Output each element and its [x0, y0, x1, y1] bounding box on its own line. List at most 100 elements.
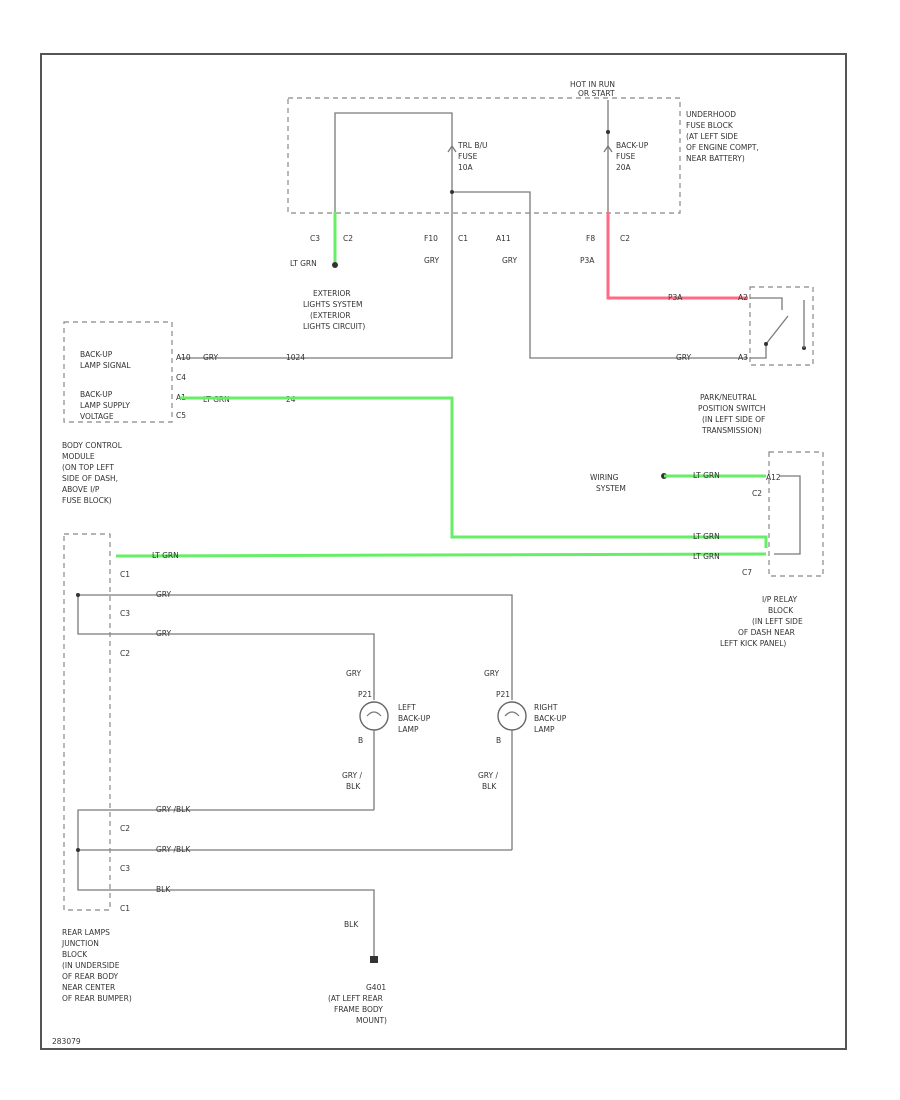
svg-text:(EXTERIOR: (EXTERIOR [310, 311, 351, 320]
svg-text:C1: C1 [120, 904, 130, 913]
left-lamp-title: LEFT BACK-UP LAMP [398, 703, 431, 734]
wiring-system-label: WIRING SYSTEM [590, 473, 626, 493]
exterior-lights-terminal [332, 262, 338, 268]
left-backup-lamp: GRY P21 B GRY / BLK LEFT BACK-UP LAMP [342, 669, 431, 810]
wire-lt-grn-bcm-supply [180, 396, 768, 548]
svg-text:ABOVE I/P: ABOVE I/P [62, 485, 100, 494]
svg-text:BLOCK: BLOCK [62, 950, 88, 959]
svg-text:POSITION SWITCH: POSITION SWITCH [698, 404, 766, 413]
svg-text:TRL B/U: TRL B/U [457, 141, 488, 150]
svg-text:F10: F10 [424, 234, 438, 243]
svg-text:GRY: GRY [156, 629, 172, 638]
svg-text:LAMP: LAMP [534, 725, 555, 734]
left-lamp-bulb-icon [359, 701, 389, 731]
svg-text:A2: A2 [738, 293, 748, 302]
right-backup-lamp: GRY P21 B GRY / BLK RIGHT BACK-UP LAMP [478, 669, 567, 850]
svg-text:BLK: BLK [344, 920, 359, 929]
or-start-label: OR START [578, 89, 615, 98]
svg-text:JUNCTION: JUNCTION [61, 939, 99, 948]
ip-relay-block: LT GRN A12 C2 WIRING SYSTEM C7 I/P RELAY… [590, 451, 824, 648]
svg-text:LT GRN: LT GRN [152, 551, 179, 560]
svg-text:SIDE OF DASH,: SIDE OF DASH, [62, 474, 118, 483]
switch-contact [765, 315, 789, 345]
backup-lamp-supply-label: BACK-UP LAMP SUPPLY VOLTAGE [80, 390, 130, 421]
svg-text:LIGHTS SYSTEM: LIGHTS SYSTEM [303, 300, 362, 309]
svg-text:G401: G401 [366, 983, 386, 992]
svg-text:B: B [496, 736, 501, 745]
wire-color-lamp-gry-left: GRY [346, 669, 362, 678]
svg-text:LEFT: LEFT [398, 703, 416, 712]
diagram-code: 283079 [52, 1037, 81, 1046]
svg-text:20A: 20A [616, 163, 632, 172]
svg-text:C5: C5 [176, 411, 186, 420]
wire-gry-pnp [529, 212, 748, 359]
pnp-switch-title: PARK/NEUTRAL POSITION SWITCH (IN LEFT SI… [698, 393, 766, 435]
svg-text:GRY /: GRY / [342, 771, 363, 780]
svg-text:C2: C2 [120, 649, 130, 658]
svg-text:LT GRN: LT GRN [693, 471, 720, 480]
svg-text:A11: A11 [496, 234, 511, 243]
wire-lt-grn-junction [115, 552, 767, 558]
junction-block-title: REAR LAMPS JUNCTION BLOCK (IN UNDERSIDE … [61, 928, 132, 1003]
fuse-block-outline [287, 97, 681, 214]
svg-text:A3: A3 [738, 353, 748, 362]
wire-color-gry-1: GRY [424, 256, 440, 265]
wire-gry-backup-signal [180, 212, 453, 359]
svg-text:OF DASH NEAR: OF DASH NEAR [738, 628, 795, 637]
ground-g401: G401 (AT LEFT REAR FRAME BODY MOUNT) [328, 956, 387, 1025]
svg-text:C2: C2 [120, 824, 130, 833]
hot-in-run-label: HOT IN RUN [570, 80, 615, 89]
svg-text:FUSE BLOCK: FUSE BLOCK [686, 121, 734, 130]
svg-text:I/P RELAY: I/P RELAY [762, 595, 797, 604]
svg-text:FRAME BODY: FRAME BODY [334, 1005, 383, 1014]
svg-text:C3: C3 [310, 234, 320, 243]
rear-lamps-junction-block: C1 C3 C2 C2 C3 C1 REAR LAMPS JUNCTION BL… [61, 533, 132, 1003]
svg-text:A10: A10 [176, 353, 191, 362]
svg-text:(AT LEFT SIDE: (AT LEFT SIDE [686, 132, 738, 141]
svg-text:B: B [358, 736, 363, 745]
wire-color-gry-2: GRY [502, 256, 518, 265]
svg-text:LAMP: LAMP [398, 725, 419, 734]
svg-text:WIRING: WIRING [590, 473, 619, 482]
wire-color-relay-1: LT GRN [693, 532, 720, 541]
svg-text:LT GRN: LT GRN [693, 552, 720, 561]
svg-text:C3: C3 [120, 864, 130, 873]
svg-text:PARK/NEUTRAL: PARK/NEUTRAL [700, 393, 757, 402]
svg-text:(IN LEFT SIDE: (IN LEFT SIDE [752, 617, 803, 626]
svg-text:EXTERIOR: EXTERIOR [313, 289, 351, 298]
svg-text:C4: C4 [176, 373, 186, 382]
svg-text:(ON TOP LEFT: (ON TOP LEFT [62, 463, 114, 472]
wire-pnk-feed [606, 212, 748, 300]
feed-splice [606, 130, 610, 134]
svg-text:VOLTAGE: VOLTAGE [80, 412, 114, 421]
svg-text:OF ENGINE COMPT,: OF ENGINE COMPT, [686, 143, 759, 152]
svg-text:BACK-UP: BACK-UP [80, 350, 113, 359]
right-lamp-title: RIGHT BACK-UP LAMP [534, 703, 567, 734]
svg-text:BACK-UP: BACK-UP [80, 390, 113, 399]
svg-text:C3: C3 [120, 609, 130, 618]
svg-text:C2: C2 [343, 234, 353, 243]
svg-text:BLK: BLK [156, 885, 171, 894]
fuse-block-title: UNDERHOOD FUSE BLOCK (AT LEFT SIDE OF EN… [686, 110, 759, 163]
svg-text:C1: C1 [120, 570, 130, 579]
svg-text:GRY /BLK: GRY /BLK [156, 805, 191, 814]
relay-block-title: I/P RELAY BLOCK (IN LEFT SIDE OF DASH NE… [720, 595, 803, 648]
svg-text:BLK: BLK [346, 782, 361, 791]
svg-text:LAMP SIGNAL: LAMP SIGNAL [80, 361, 131, 370]
svg-text:TRANSMISSION): TRANSMISSION) [701, 426, 762, 435]
svg-text:MOUNT): MOUNT) [356, 1016, 387, 1025]
wire-gry-left-lamp [116, 633, 375, 700]
wire-color-p3a: P3A [668, 293, 683, 302]
svg-text:LIGHTS CIRCUIT): LIGHTS CIRCUIT) [303, 322, 365, 331]
svg-text:BLK: BLK [482, 782, 497, 791]
svg-text:UNDERHOOD: UNDERHOOD [686, 110, 736, 119]
svg-text:FUSE BLOCK): FUSE BLOCK) [62, 496, 112, 505]
svg-text:(IN LEFT SIDE OF: (IN LEFT SIDE OF [702, 415, 765, 424]
svg-text:BLOCK: BLOCK [768, 606, 794, 615]
svg-text:GRY: GRY [156, 590, 172, 599]
svg-text:A12: A12 [766, 473, 781, 482]
svg-text:BODY CONTROL: BODY CONTROL [62, 441, 123, 450]
svg-text:SYSTEM: SYSTEM [596, 484, 626, 493]
svg-text:BACK-UP: BACK-UP [398, 714, 431, 723]
